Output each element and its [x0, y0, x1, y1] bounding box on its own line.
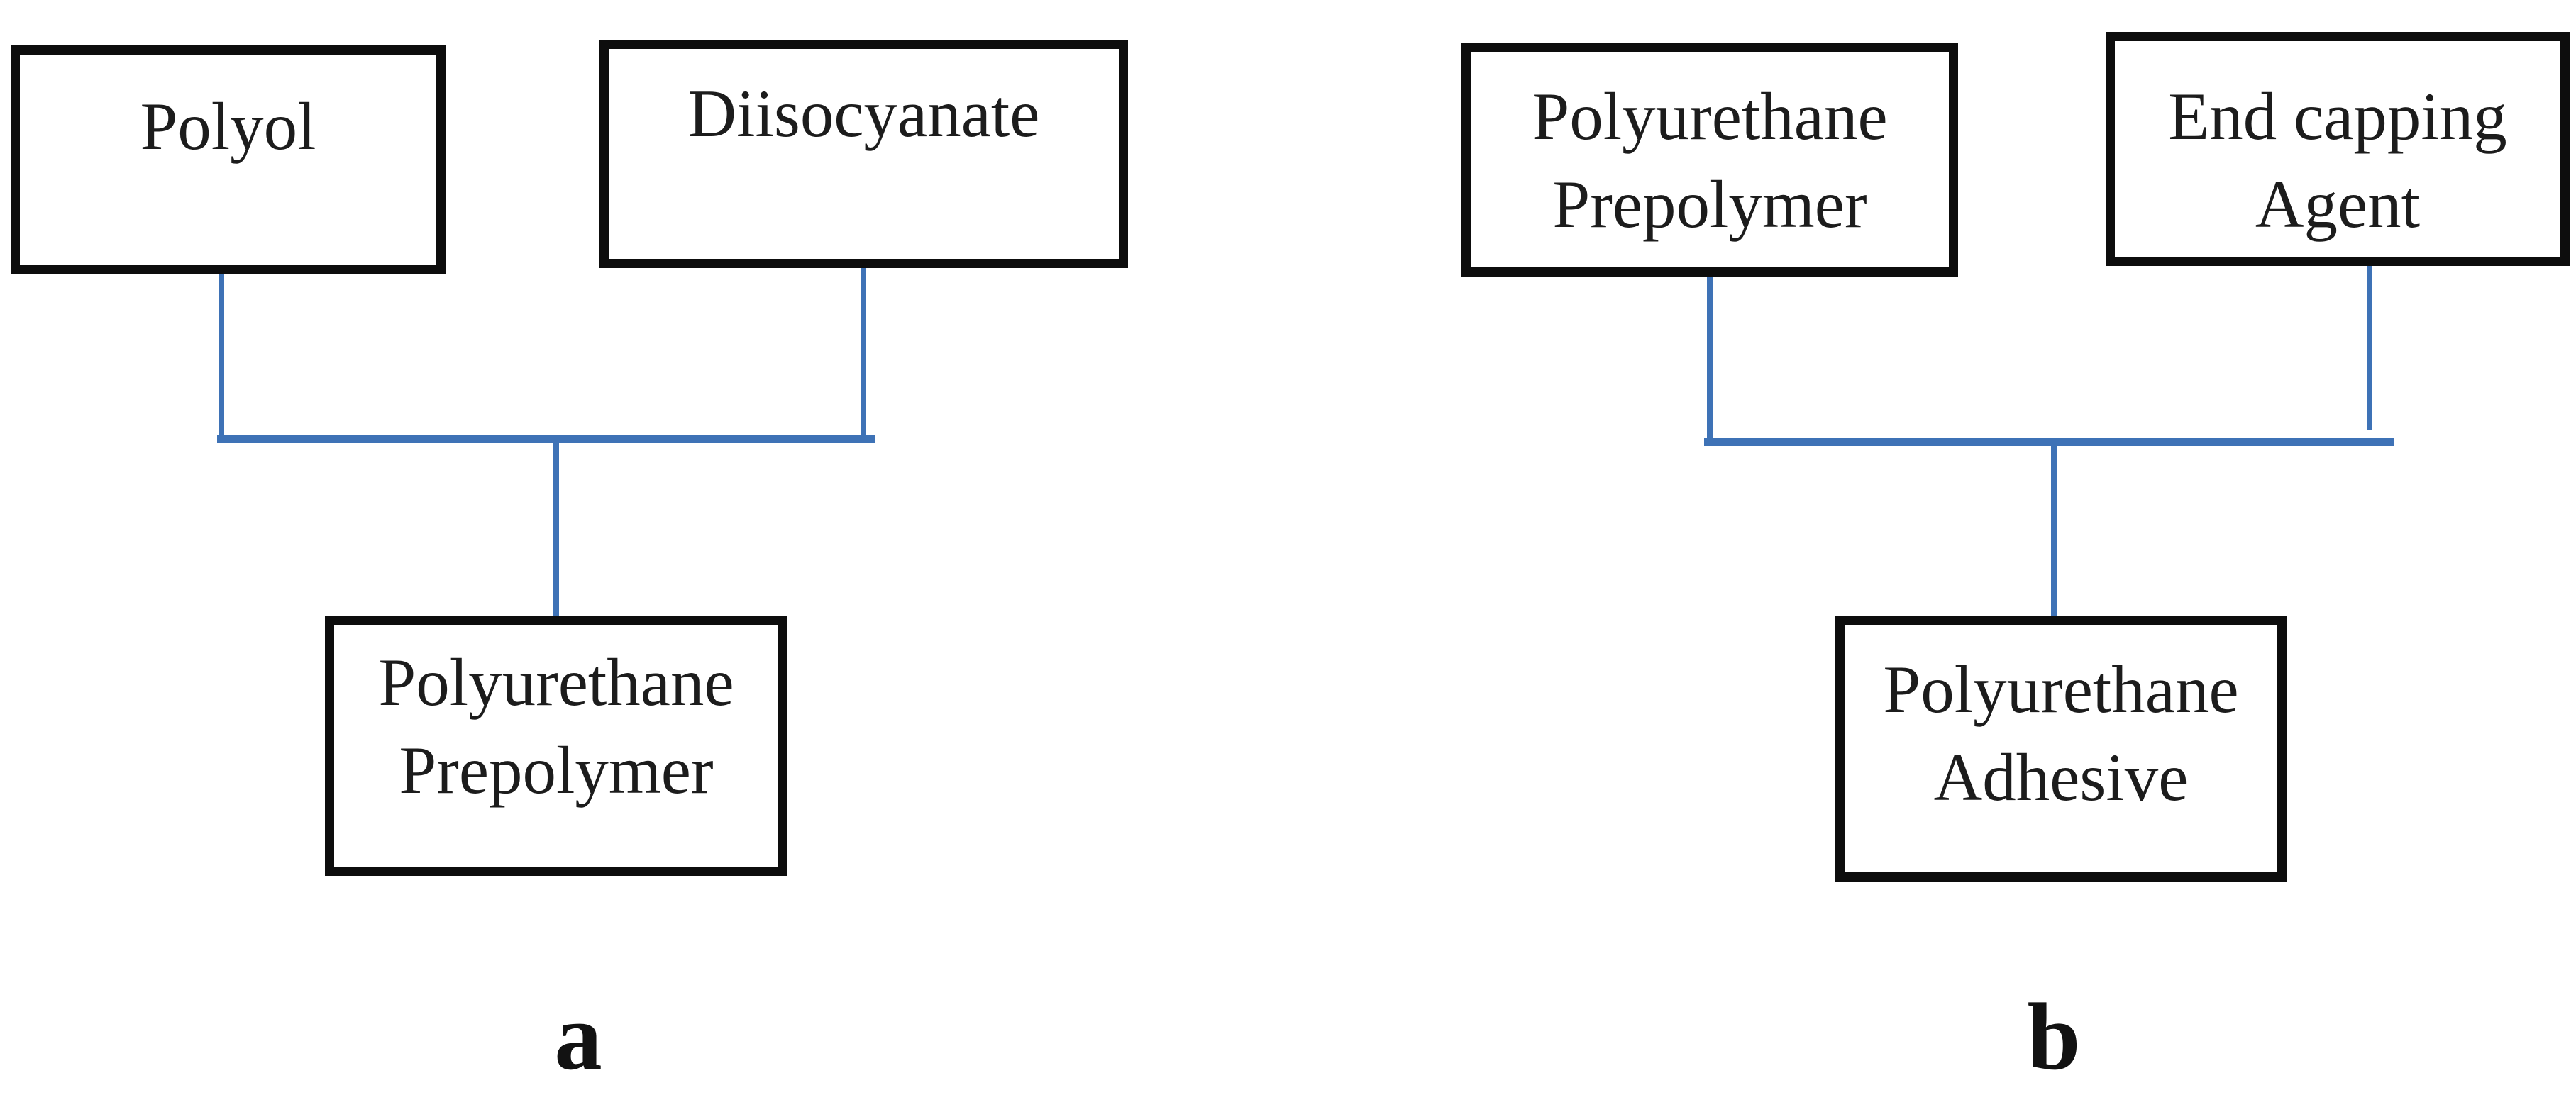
connector-b-left-vertical — [1707, 277, 1713, 438]
connector-a-right-vertical — [861, 268, 866, 435]
connector-b-middle-vertical — [2051, 446, 2057, 616]
connector-a-middle-vertical — [553, 443, 559, 616]
node-polyurethane-adhesive-label: Polyurethane Adhesive — [1883, 652, 2239, 815]
node-polyol: Polyol — [11, 45, 446, 274]
node-diisocyanate-label: Diisocyanate — [687, 76, 1040, 151]
node-end-capping-agent-label: End capping Agent — [2168, 79, 2507, 242]
node-end-capping-agent: End capping Agent — [2106, 32, 2570, 266]
connector-b-right-vertical — [2367, 266, 2372, 430]
node-polyurethane-prepolymer-input: Polyurethane Prepolymer — [1461, 43, 1958, 277]
connector-a-horizontal-bar — [217, 435, 875, 443]
node-polyurethane-prepolymer-output: Polyurethane Prepolymer — [325, 616, 787, 876]
node-diisocyanate: Diisocyanate — [599, 40, 1128, 268]
node-polyurethane-adhesive: Polyurethane Adhesive — [1835, 616, 2287, 882]
node-polyurethane-prepolymer-output-label: Polyurethane Prepolymer — [378, 645, 734, 808]
caption-b: b — [2027, 984, 2081, 1090]
caption-a: a — [554, 984, 602, 1090]
node-polyol-label: Polyol — [140, 89, 316, 164]
node-polyurethane-prepolymer-input-label: Polyurethane Prepolymer — [1532, 79, 1888, 242]
connector-a-left-vertical — [219, 274, 224, 435]
connector-b-horizontal-bar — [1704, 438, 2394, 446]
